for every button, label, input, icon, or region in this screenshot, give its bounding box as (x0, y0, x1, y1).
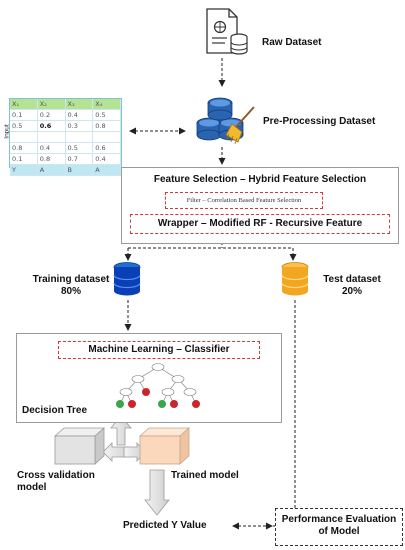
table-cell: 0.3 (65, 121, 94, 132)
table-cell: 0.5 (93, 110, 121, 121)
classifier-box: Machine Learning – Classifier (58, 341, 260, 359)
table-cell: 0.6 (37, 121, 66, 132)
table-cell: 0.5 (65, 143, 94, 154)
feature-selection-title: Feature Selection – Hybrid Feature Selec… (153, 174, 367, 185)
table-cell: 0.1 (10, 110, 38, 121)
machine-learning-box: Machine Learning – Classifier Decision T… (16, 333, 282, 423)
classifier-label: Machine Learning – Classifier (88, 344, 230, 355)
performance-evaluation-title: Performance Evaluation (281, 514, 397, 525)
raw-dataset-icon (206, 8, 248, 55)
wrapper-label: Wrapper – Modified RF - Recursive Featur… (157, 218, 363, 229)
training-dataset-label: Training dataset 80% (30, 274, 112, 298)
raw-dataset-label: Raw Dataset (262, 37, 322, 48)
table-header-cell: X₃ (65, 99, 94, 110)
table-cell: 0.8 (37, 154, 66, 165)
test-dataset-label: Test dataset 20% (317, 274, 387, 298)
table-cell: 0.8 (10, 143, 38, 154)
wrapper-box: Wrapper – Modified RF - Recursive Featur… (130, 214, 390, 234)
trained-model-cube-icon (138, 427, 191, 465)
test-dataset-title: Test dataset (323, 274, 381, 285)
cross-validation-label: Cross validation model (17, 470, 95, 494)
table-footer-cell: Y (10, 165, 38, 176)
table-row: 0.1 0.2 0.4 0.5 (10, 110, 121, 121)
decision-tree-icon (116, 363, 200, 408)
table-cell: 0.4 (37, 143, 66, 154)
table-header-cell: X₂ (37, 99, 66, 110)
table-cell: 0.7 (65, 154, 94, 165)
table-row: 0.5 0.6 0.3 0.8 (10, 121, 121, 132)
training-database-icon (113, 262, 141, 296)
cross-validation-cube-icon (53, 427, 106, 465)
table-header-cell: X₄ (93, 99, 121, 110)
table-footer-cell: B (65, 165, 94, 176)
table-cell: 0.2 (37, 110, 66, 121)
table-cell: 0.5 (10, 121, 38, 132)
table-cell (10, 132, 38, 143)
table-cell: 0.4 (93, 154, 121, 165)
table-header-row: X₁ X₂ X₃ X₄ (10, 99, 121, 110)
training-dataset-percent: 80% (60, 286, 81, 297)
performance-evaluation-subtitle: of Model (318, 526, 360, 537)
predicted-y-value-label: Predicted Y Value (123, 520, 207, 531)
test-dataset-percent: 20% (341, 286, 362, 297)
preprocessing-database-icon (196, 97, 255, 145)
filter-box: Filter – Correlation Based Feature Selec… (165, 192, 323, 209)
training-dataset-title: Training dataset (32, 274, 110, 285)
table-footer-row: Y A B A (10, 165, 121, 176)
table-row: 0.8 0.4 0.5 0.6 (10, 143, 121, 154)
table-row (10, 132, 121, 143)
table-cell: 0.1 (10, 154, 38, 165)
feature-selection-box: Feature Selection – Hybrid Feature Selec… (121, 167, 399, 244)
table-footer-cell: A (93, 165, 121, 176)
preprocessing-label: Pre-Processing Dataset (263, 116, 376, 127)
cross-validation-subtitle: model (17, 482, 47, 493)
table-cell (65, 132, 94, 143)
input-data-table: X₁ X₂ X₃ X₄ 0.1 0.2 0.4 0.5 0.5 0.6 0.3 … (9, 98, 122, 176)
table-cell: 0.8 (93, 121, 121, 132)
test-database-icon (281, 262, 309, 296)
table-cell (93, 132, 121, 143)
performance-evaluation-box: Performance Evaluation of Model (275, 508, 403, 546)
table-cell: 0.4 (65, 110, 94, 121)
trained-model-label: Trained model (171, 470, 239, 481)
decision-tree-label: Decision Tree (22, 405, 88, 416)
table-cell (37, 132, 66, 143)
table-header-cell: X₁ (10, 99, 38, 110)
table-footer-cell: A (37, 165, 66, 176)
cross-validation-title: Cross validation (17, 470, 95, 481)
table-row: 0.1 0.8 0.7 0.4 (10, 154, 121, 165)
table-cell: 0.6 (93, 143, 121, 154)
filter-label: Filter – Correlation Based Feature Selec… (186, 197, 302, 204)
big-arrow-down (144, 469, 170, 516)
